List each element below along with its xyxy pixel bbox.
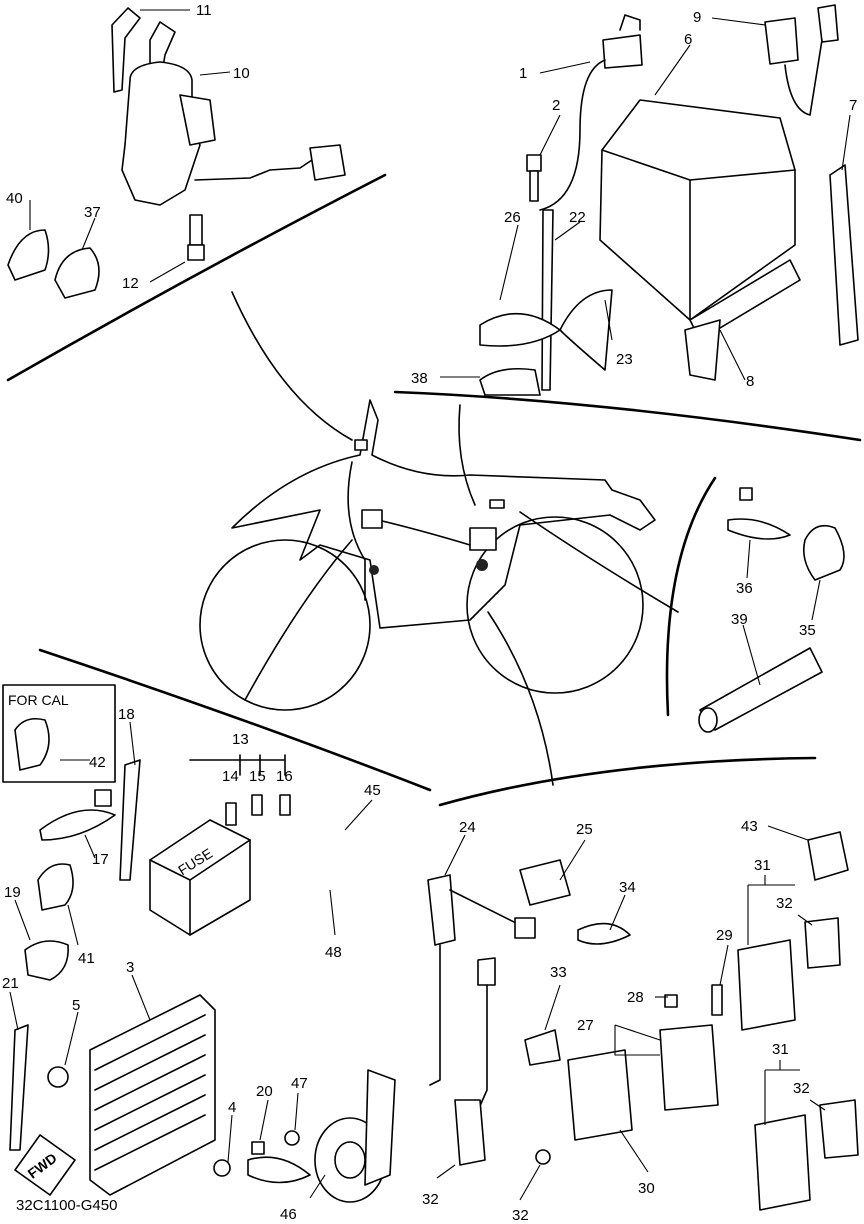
callout-40: 38: [411, 370, 428, 387]
tie-clamp-tube-group: [698, 487, 845, 733]
callout-2: 2: [552, 97, 560, 114]
callout-31-top: 31: [754, 857, 771, 874]
callout-32-top: 32: [776, 895, 793, 912]
callout-33: 32: [422, 1191, 439, 1208]
battery-group: [479, 4, 859, 396]
callout-36: 34: [619, 879, 636, 896]
callout-11: 11: [196, 2, 212, 19]
callout-6: 6: [684, 31, 692, 48]
horn: [247, 1069, 396, 1203]
callout-34: 32: [512, 1207, 529, 1224]
relay-group: [567, 831, 859, 1211]
callout-1: 1: [519, 65, 527, 82]
callout-24: 24: [459, 819, 476, 836]
callout-41: 39: [731, 611, 748, 628]
callout-15: 15: [249, 768, 266, 785]
callout-47: 47: [291, 1075, 308, 1092]
callout-45: 43: [741, 818, 758, 835]
clamps-42-39: [7, 229, 100, 299]
callout-4: 4: [228, 1099, 236, 1116]
section-dividers: [6, 173, 862, 807]
ignition-lock-group: [111, 7, 346, 261]
rectifier-regulator: [14, 994, 231, 1196]
callout-22: 22: [569, 209, 586, 226]
fuse-box: [149, 754, 291, 936]
callout-17: 17: [92, 851, 109, 868]
callout-43: 41: [78, 950, 95, 967]
callout-9: 9: [693, 9, 701, 26]
callout-26: 26: [504, 209, 521, 226]
callout-23: 23: [616, 351, 633, 368]
callout-19: 19: [4, 884, 21, 901]
callout-leaders: [9, 9, 851, 1201]
callout-43-inset: 42: [89, 754, 106, 771]
callout-31-bottom: 31: [772, 1041, 789, 1058]
callout-25: 25: [576, 821, 593, 838]
motorcycle-outline: [199, 399, 656, 711]
callout-48: 48: [325, 944, 342, 961]
callout-27: 27: [577, 1017, 594, 1034]
callout-30: 30: [638, 1180, 655, 1197]
callout-18: 18: [118, 706, 135, 723]
callout-10: 10: [233, 65, 250, 82]
callout-29: 29: [716, 927, 733, 944]
drawing-code: 32C1100-G450: [16, 1197, 117, 1214]
callout-46: 46: [280, 1206, 297, 1223]
lower-left-ties: [9, 759, 141, 1151]
callout-8: 8: [746, 373, 754, 390]
callout-7: 7: [849, 97, 857, 114]
for-cal-inset-box: [2, 684, 116, 783]
for-cal-label: FOR CAL: [8, 692, 69, 708]
callout-16: 16: [276, 768, 293, 785]
callout-28: 28: [627, 989, 644, 1006]
callout-12: 12: [122, 275, 139, 292]
for-cal-clamp: [14, 717, 50, 771]
callout-35: 33: [550, 964, 567, 981]
callout-21: 21: [2, 975, 19, 992]
callout-13: 13: [232, 731, 249, 748]
callout-38: 36: [736, 580, 753, 597]
callout-44: 45: [364, 782, 381, 799]
callout-14: 14: [222, 768, 239, 785]
callout-5: 5: [72, 997, 80, 1014]
callout-39: 37: [84, 204, 101, 221]
callout-3: 3: [126, 959, 134, 976]
callout-32-bottom: 32: [793, 1080, 810, 1097]
callout-37: 35: [799, 622, 816, 639]
callout-42: 40: [6, 190, 23, 207]
sensor-group: [427, 859, 631, 1166]
callout-20: 20: [256, 1083, 273, 1100]
